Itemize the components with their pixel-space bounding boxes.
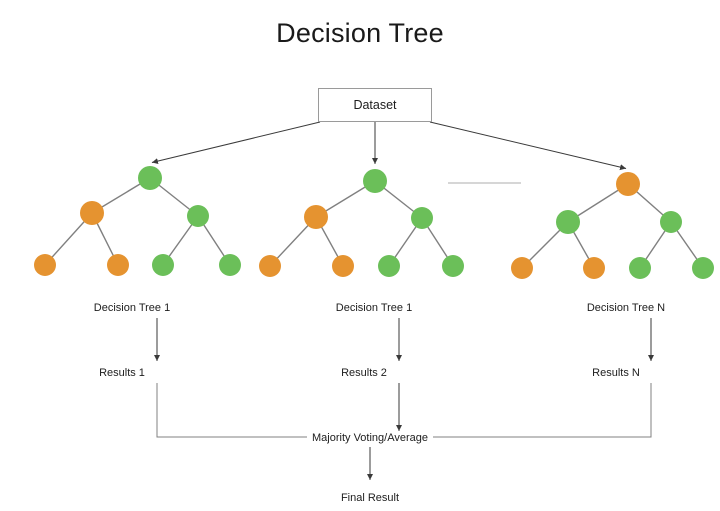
tree-1-node-leaf-3	[152, 254, 174, 276]
dataset-label: Dataset	[353, 98, 397, 112]
tree-n-node-root	[616, 172, 640, 196]
tree-2-node-leaf-3	[378, 255, 400, 277]
tree-n-label: Decision Tree N	[586, 302, 666, 314]
tree-2-node-internal-right	[411, 207, 433, 229]
tree-n-node-leaf-4	[692, 257, 714, 279]
tree-2-node-leaf-1	[259, 255, 281, 277]
results-1-to-aggregation-connector	[156, 383, 308, 438]
tree-n-node-leaf-2	[583, 257, 605, 279]
tree-n-node-leaf-3	[629, 257, 651, 279]
tree-1-node-root	[138, 166, 162, 190]
tree-1-node-leaf-2	[107, 254, 129, 276]
final-result-label: Final Result	[340, 492, 400, 504]
tree-2-node-internal-left	[304, 205, 328, 229]
dataset-box: Dataset	[318, 88, 432, 122]
results-n-to-aggregation-connector	[432, 383, 652, 438]
tree-2-label: Decision Tree 1	[335, 302, 413, 314]
tree-2-node-root	[363, 169, 387, 193]
aggregation-label: Majority Voting/Average	[307, 432, 433, 444]
tree-1-node-internal-right	[187, 205, 209, 227]
tree-n-node-internal-right	[660, 211, 682, 233]
tree-1-node-leaf-1	[34, 254, 56, 276]
results-1-label: Results 1	[99, 367, 145, 379]
results-2-label: Results 2	[341, 367, 387, 379]
dataset-to-tree-1-arrow	[151, 121, 321, 165]
tree-n-node-leaf-1	[511, 257, 533, 279]
tree-2-node-leaf-2	[332, 255, 354, 277]
results-n-label: Results N	[592, 367, 640, 379]
tree-n-node-internal-left	[556, 210, 580, 234]
page-title: Decision Tree	[276, 18, 444, 48]
tree-2-node-leaf-4	[442, 255, 464, 277]
tree-1-label: Decision Tree 1	[93, 302, 171, 314]
tree-1-node-leaf-4	[219, 254, 241, 276]
tree-1-node-internal-left	[80, 201, 104, 225]
dataset-to-tree-n-arrow	[429, 121, 627, 171]
